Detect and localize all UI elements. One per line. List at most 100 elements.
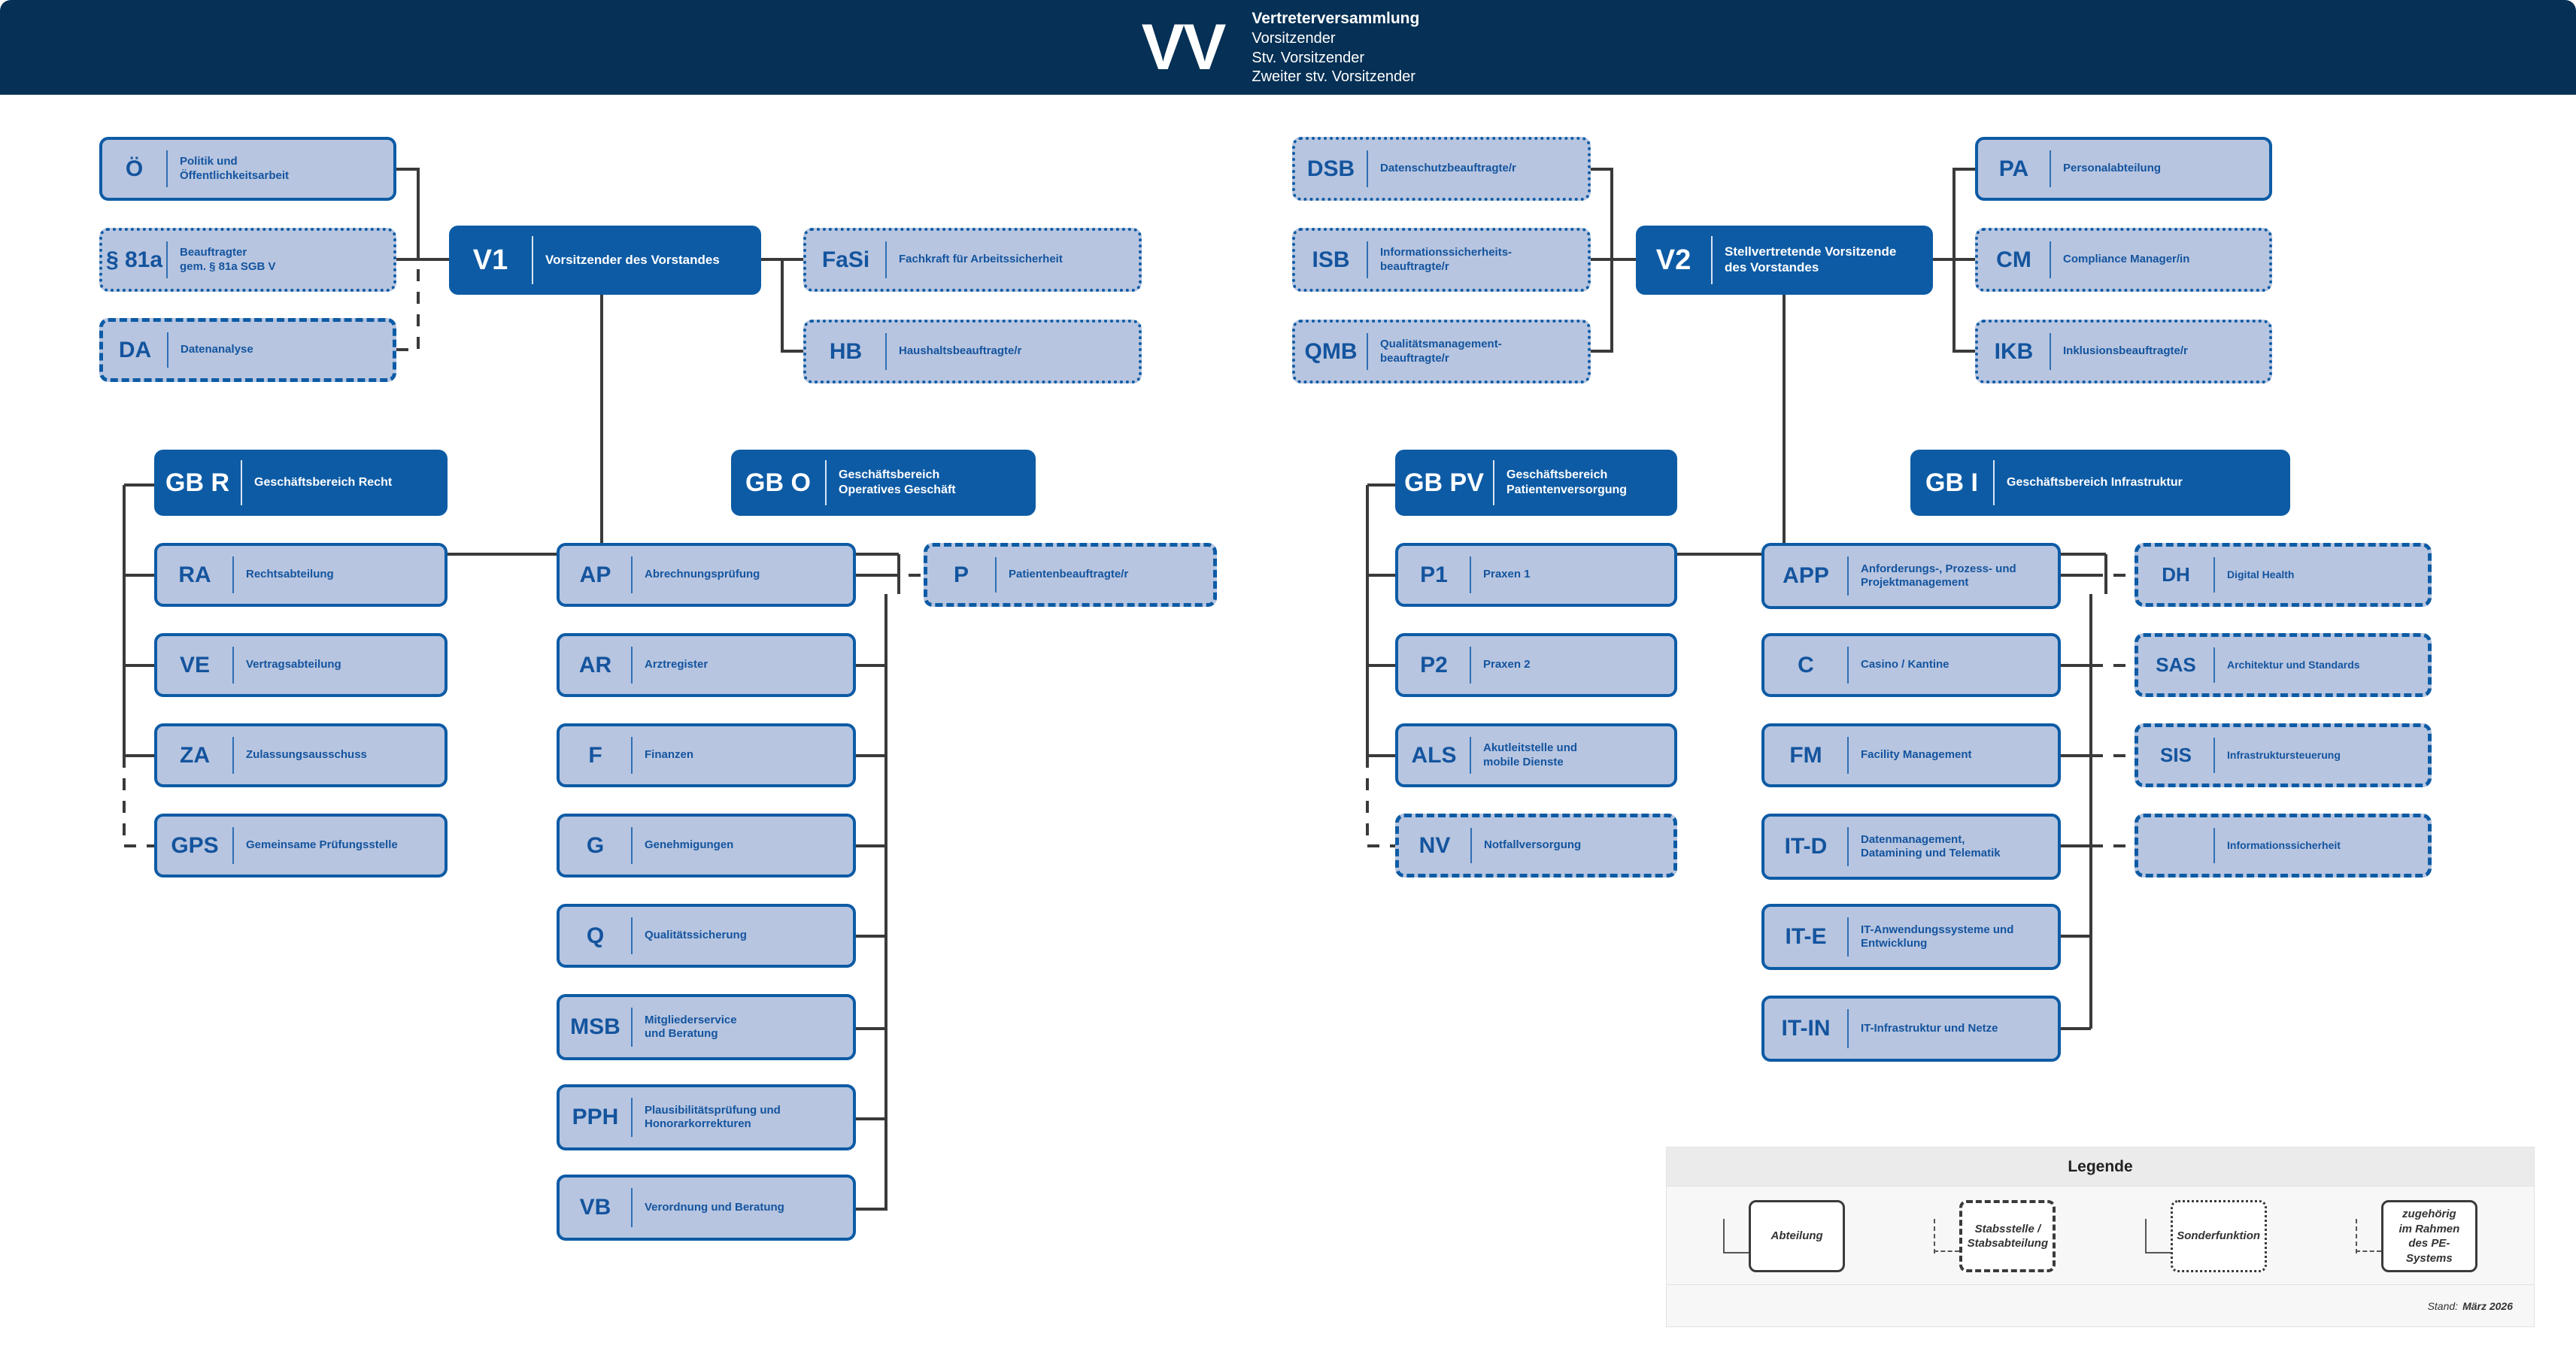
node-label: Facility Management: [1861, 748, 1972, 762]
node-v1-vorstandsvorsitzender[interactable]: V1 Vorsitzender des Vorstandes: [449, 226, 761, 295]
node-label: Infrastruktursteuerung: [2227, 748, 2341, 761]
node-casino-kantine[interactable]: C Casino / Kantine: [1761, 633, 2061, 697]
node-label: Geschäftsbereich Infrastruktur: [2007, 476, 2183, 490]
node-rechtsabteilung[interactable]: RA Rechtsabteilung: [154, 543, 448, 607]
node-abbr: Ö: [125, 156, 144, 181]
node-label: Digital Health: [2227, 568, 2295, 580]
node-divider: [1470, 828, 1472, 863]
node-facility-management[interactable]: FM Facility Management: [1761, 723, 2061, 787]
node-abbr: P: [953, 562, 969, 587]
node-label: Informationssicherheit: [2227, 838, 2341, 851]
node-abbr: VE: [179, 652, 211, 677]
node-personalabteilung[interactable]: PA Personalabteilung: [1975, 137, 2272, 201]
node-gb-recht[interactable]: GB R Geschäftsbereich Recht: [154, 450, 448, 516]
node-abbr: DA: [118, 337, 152, 362]
legend-connector-solid: [1723, 1219, 1749, 1253]
node-label: Datenanalyse: [181, 343, 253, 356]
node-fasi[interactable]: FaSi Fachkraft für Arbeitssicherheit: [803, 228, 1142, 292]
node-abbr: Q: [586, 923, 605, 948]
legend-box-stabsstelle: Stabsstelle /Stabsabteilung: [1959, 1200, 2056, 1272]
node-inklusionsbeauftragte[interactable]: IKB Inklusionsbeauftragte/r: [1975, 320, 2272, 383]
node-label: Architektur und Standards: [2227, 658, 2360, 671]
node-label: Datenmanagement,Datamining und Telematik: [1861, 832, 2001, 859]
node-abrechnungspruefung[interactable]: AP Abrechnungsprüfung: [557, 543, 856, 607]
node-datenmanagement-telematik[interactable]: IT-D Datenmanagement,Datamining und Tele…: [1761, 814, 2061, 880]
node-divider: [631, 647, 633, 684]
node-genehmigungen[interactable]: G Genehmigungen: [557, 814, 856, 878]
node-divider: [1847, 917, 1849, 956]
header-line-second-deputy: Zweiter stv. Vorsitzender: [1252, 68, 1415, 86]
node-isb[interactable]: ISB Informationssicherheits-beauftragte/…: [1292, 228, 1591, 292]
node-haushaltsbeauftragte[interactable]: HB Haushaltsbeauftragte/r: [803, 320, 1142, 383]
node-label: Abrechnungsprüfung: [645, 568, 760, 581]
legend-box-abteilung: Abteilung: [1749, 1200, 1846, 1272]
node-divider: [1470, 647, 1471, 684]
node-compliance-manager[interactable]: CM Compliance Manager/in: [1975, 228, 2272, 292]
node-verordnung-beratung[interactable]: VB Verordnung und Beratung: [557, 1175, 856, 1241]
node-label: Qualitätsmanagement-beauftragte/r: [1380, 338, 1502, 365]
node-qualitaetssicherung[interactable]: Q Qualitätssicherung: [557, 904, 856, 968]
node-divider: [232, 647, 234, 684]
node-divider: [232, 737, 234, 774]
node-divider: [1847, 737, 1849, 774]
node-abbr: APP: [1783, 563, 1829, 588]
node-qmb[interactable]: QMB Qualitätsmanagement-beauftragte/r: [1292, 320, 1591, 383]
node-abbr: ALS: [1411, 742, 1457, 768]
node-label: Verordnung und Beratung: [645, 1200, 784, 1214]
node-finanzen[interactable]: F Finanzen: [557, 723, 856, 787]
node-divider: [1847, 556, 1849, 596]
node-informationssicherheit[interactable]: Informationssicherheit: [2135, 814, 2432, 878]
node-dsb[interactable]: DSB Datenschutzbeauftragte/r: [1292, 137, 1591, 201]
node-divider: [1847, 1009, 1849, 1048]
node-label: Personalabteilung: [2063, 162, 2162, 175]
node-label: Geschäftsbereich Recht: [254, 476, 393, 490]
node-patientenbeauftragte[interactable]: P Patientenbeauftragte/r: [924, 543, 1217, 607]
node-vertragsabteilung[interactable]: VE Vertragsabteilung: [154, 633, 448, 697]
node-label: Praxen 1: [1483, 568, 1531, 581]
node-abbr: V2: [1655, 244, 1692, 276]
node-label: Finanzen: [645, 748, 694, 762]
node-abbr: IT-IN: [1781, 1016, 1831, 1041]
node-divider: [1367, 241, 1368, 278]
node-notfallversorgung[interactable]: NV Notfallversorgung: [1395, 814, 1677, 878]
node-divider: [2213, 738, 2215, 773]
node-praxen-1[interactable]: P1 Praxen 1: [1395, 543, 1677, 607]
header-line-chair: Vorsitzender: [1252, 30, 1336, 47]
node-label: Zulassungsausschuss: [246, 748, 367, 762]
node-digital-health[interactable]: DH Digital Health: [2135, 543, 2432, 607]
node-divider: [232, 827, 234, 864]
node-abbr: V1: [472, 244, 508, 276]
node-it-infrastruktur-netze[interactable]: IT-IN IT-Infrastruktur und Netze: [1761, 996, 2061, 1062]
node-gemeinsame-pruefungsstelle[interactable]: GPS Gemeinsame Prüfungsstelle: [154, 814, 448, 878]
node-zulassungsausschuss[interactable]: ZA Zulassungsausschuss: [154, 723, 448, 787]
node-praxen-2[interactable]: P2 Praxen 2: [1395, 633, 1677, 697]
node-datenanalyse[interactable]: DA Datenanalyse: [99, 318, 396, 382]
node-abbr: § 81a: [105, 247, 163, 272]
node-abbr: AR: [578, 652, 612, 677]
node-arztregister[interactable]: AR Arztregister: [557, 633, 856, 697]
node-abbr: HB: [829, 338, 863, 364]
node-divider: [241, 460, 242, 505]
node-infrastruktursteuerung[interactable]: SIS Infrastruktursteuerung: [2135, 723, 2432, 787]
node-divider: [2050, 150, 2051, 187]
legend-connector-dashed: [1934, 1219, 1960, 1253]
node-architektur-standards[interactable]: SAS Architektur und Standards: [2135, 633, 2432, 697]
node-gb-infrastruktur[interactable]: GB I Geschäftsbereich Infrastruktur: [1910, 450, 2290, 516]
node-divider: [825, 460, 827, 505]
node-divider: [631, 1008, 633, 1047]
